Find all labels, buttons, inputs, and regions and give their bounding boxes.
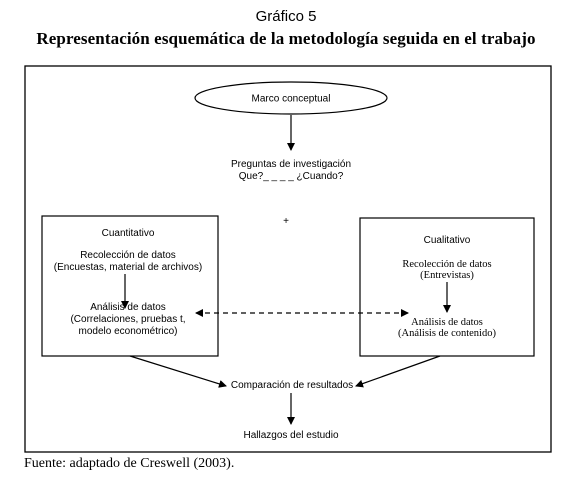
cualitativo-recoleccion-2: (Entrevistas) xyxy=(420,270,474,281)
arrow-cuantitativo-to-comparacion xyxy=(129,355,227,388)
cualitativo-analisis-2: (Análisis de contenido) xyxy=(398,328,496,339)
outer-frame xyxy=(24,65,552,453)
cuantitativo-analisis-2: (Correlaciones, pruebas t, xyxy=(70,314,185,325)
cualitativo-recoleccion-1: Recolección de datos xyxy=(402,259,491,270)
hallazgos-label: Hallazgos del estudio xyxy=(243,430,338,441)
comparacion-label: Comparación de resultados xyxy=(231,380,353,391)
marco-conceptual-label: Marco conceptual xyxy=(252,94,331,105)
cuantitativo-recoleccion-1: Recolección de datos xyxy=(80,250,176,261)
cualitativo-title: Cualitativo xyxy=(424,235,471,246)
cualitativo-analisis-1: Análisis de datos xyxy=(411,317,483,328)
plus-sign: + xyxy=(283,216,289,227)
figure-title: Representación esquemática de la metodol… xyxy=(36,29,536,48)
figure-label: Gráfico 5 xyxy=(255,8,317,25)
marco-conceptual-ellipse xyxy=(194,81,388,115)
cuantitativo-title: Cuantitativo xyxy=(102,228,155,239)
preguntas-line1: Preguntas de investigación xyxy=(231,159,351,170)
cuantitativo-recoleccion-2: (Encuestas, material de archivos) xyxy=(54,262,202,273)
cuantitativo-analisis-1: Análisis de datos xyxy=(90,302,166,313)
figure-source: Fuente: adaptado de Creswell (2003). xyxy=(24,456,235,471)
cuantitativo-analisis-3: modelo econométrico) xyxy=(79,326,178,337)
cualitativo-box xyxy=(359,217,535,357)
preguntas-line2: Que?_ _ _ _ ¿Cuando? xyxy=(239,171,344,182)
arrow-cualitativo-to-comparacion xyxy=(355,355,441,388)
